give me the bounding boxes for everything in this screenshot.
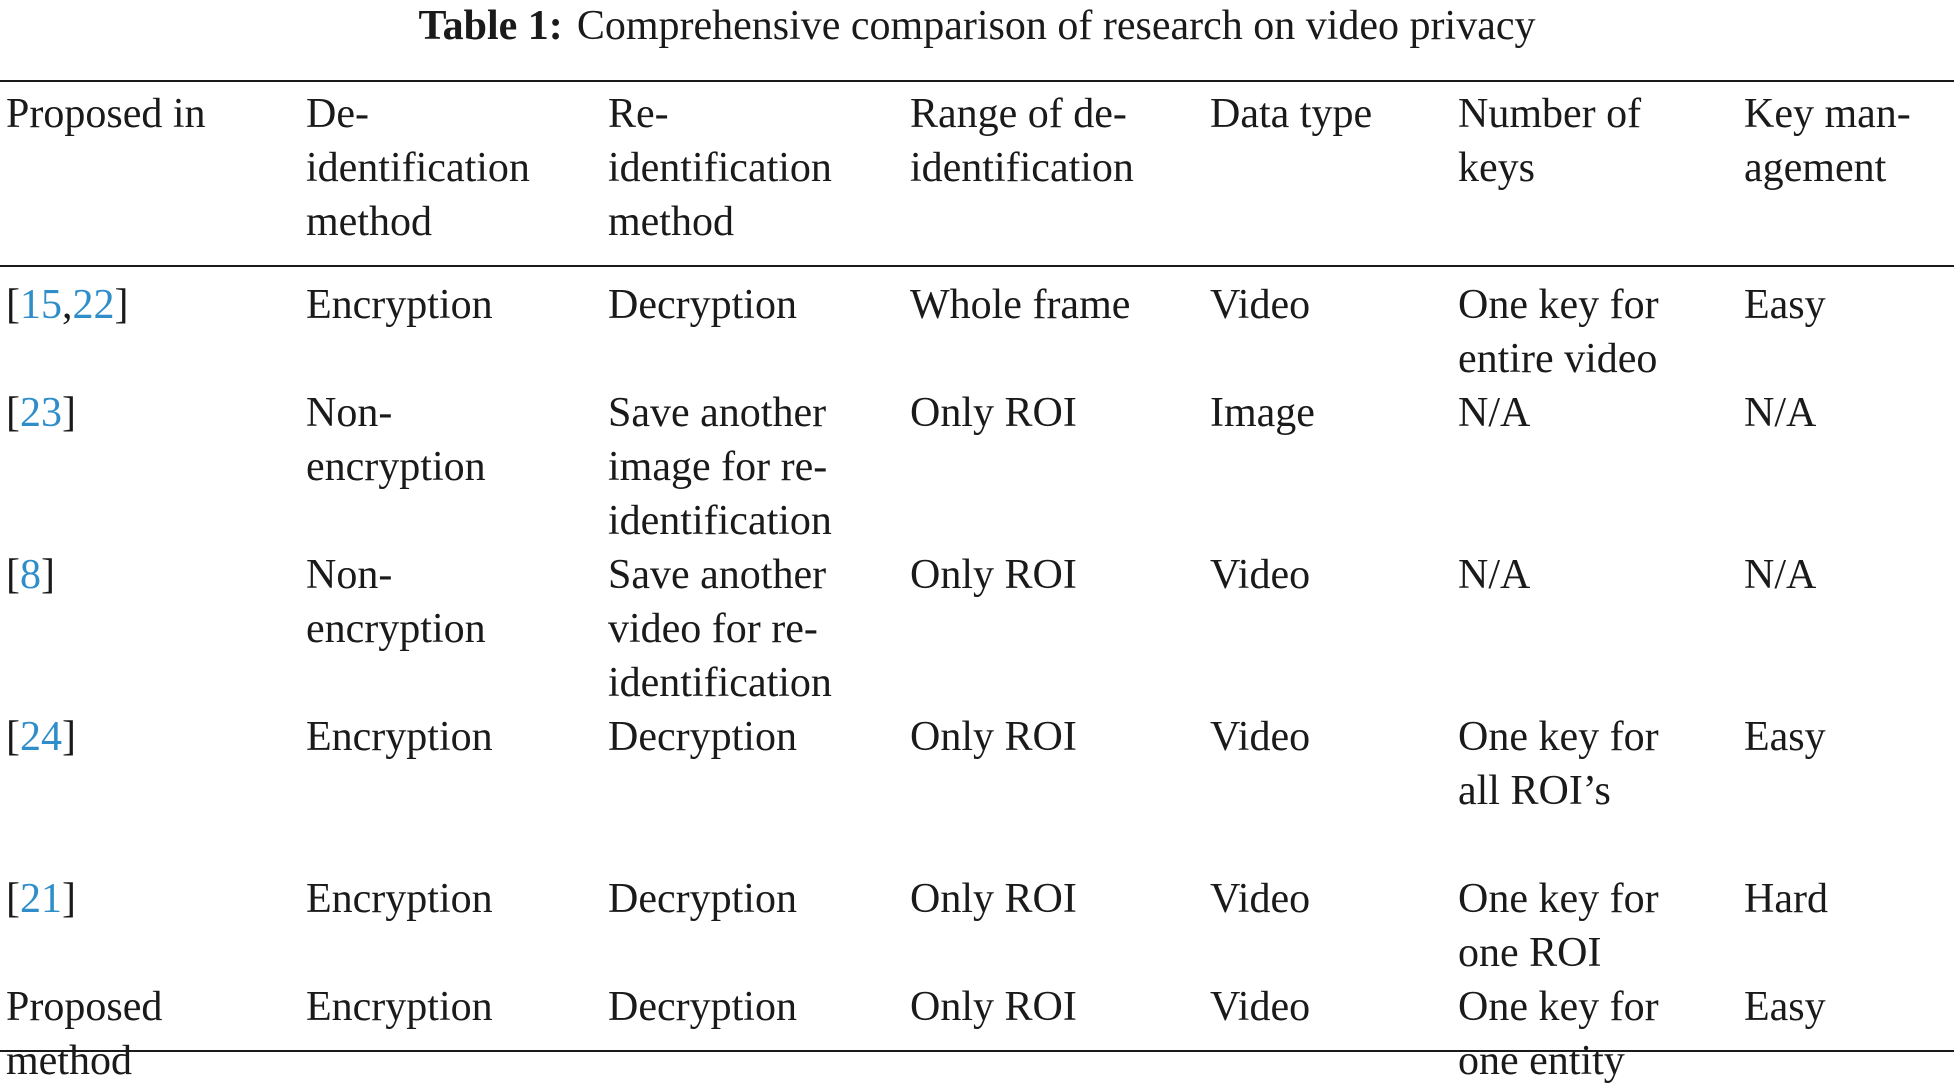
reidentification-cell: Decryption (608, 714, 797, 760)
key-management-cell: Easy (1744, 984, 1826, 1030)
table-caption-text: Comprehensive comparison of research on … (576, 3, 1536, 49)
citation-link[interactable]: 22 (72, 282, 115, 328)
deidentification-cell: Encryption (306, 714, 493, 760)
data-type-cell: Video (1210, 552, 1311, 598)
key-management-cell: Easy (1744, 714, 1826, 760)
data-type-cell: Video (1210, 282, 1311, 328)
range-cell: Only ROI (910, 714, 1077, 760)
key-management-cell: N/A (1744, 552, 1817, 598)
table-row: [24] Encryption Decryption Only ROI Video One… (0, 710, 1954, 872)
table-row: [15,22] Encryption Decryption Whole frame Vi… (0, 278, 1954, 386)
column-header-data-type: Data type (1210, 91, 1373, 137)
column-header-proposed-in: Proposed in (6, 91, 206, 137)
proposed-in-cell: [8] (6, 552, 55, 598)
citation-link[interactable]: 24 (20, 714, 62, 760)
data-type-cell: Image (1210, 390, 1315, 436)
proposed-in-cell: [24] (6, 714, 76, 760)
citation-link[interactable]: 23 (20, 390, 62, 436)
reidentification-cell: Decryption (608, 282, 797, 328)
table-top-rule (0, 80, 1954, 82)
number-of-keys-cell: N/A (1458, 390, 1531, 436)
data-type-cell: Video (1210, 714, 1311, 760)
range-cell: Only ROI (910, 876, 1077, 922)
citation-link[interactable]: 8 (20, 552, 41, 598)
key-management-cell: Easy (1744, 282, 1826, 328)
table-caption: Table 1: Comprehensive comparison of rese… (0, 0, 1954, 52)
column-header-key-management: Key man-agement (1744, 91, 1911, 191)
deidentification-cell: Non-encryption (306, 552, 486, 652)
data-type-cell: Video (1210, 876, 1311, 922)
reidentification-cell: Decryption (608, 984, 797, 1030)
proposed-in-cell: [21] (6, 876, 76, 922)
column-header-range: Range of de-identification (910, 91, 1134, 191)
deidentification-cell: Encryption (306, 984, 493, 1030)
citation-link[interactable]: 21 (20, 876, 62, 922)
number-of-keys-cell: N/A (1458, 552, 1531, 598)
deidentification-cell: Encryption (306, 876, 493, 922)
reidentification-cell: Decryption (608, 876, 797, 922)
range-cell: Only ROI (910, 390, 1077, 436)
table-bottom-rule (0, 1050, 1954, 1052)
range-cell: Only ROI (910, 552, 1077, 598)
deidentification-cell: Encryption (306, 282, 493, 328)
citation-link[interactable]: 15 (20, 282, 62, 328)
proposed-in-cell: [23] (6, 390, 76, 436)
proposed-in-cell: [15,22] (6, 282, 129, 328)
data-type-cell: Video (1210, 984, 1311, 1030)
deidentification-cell: Non-encryption (306, 390, 486, 490)
range-cell: Only ROI (910, 984, 1077, 1030)
key-management-cell: Hard (1744, 876, 1828, 922)
key-management-cell: N/A (1744, 390, 1817, 436)
table-caption-label: Table 1: (418, 3, 563, 49)
table-header-rule (0, 265, 1954, 267)
range-cell: Whole frame (910, 282, 1131, 328)
table-row: [21] Encryption Decryption Only ROI Video One… (0, 872, 1954, 980)
